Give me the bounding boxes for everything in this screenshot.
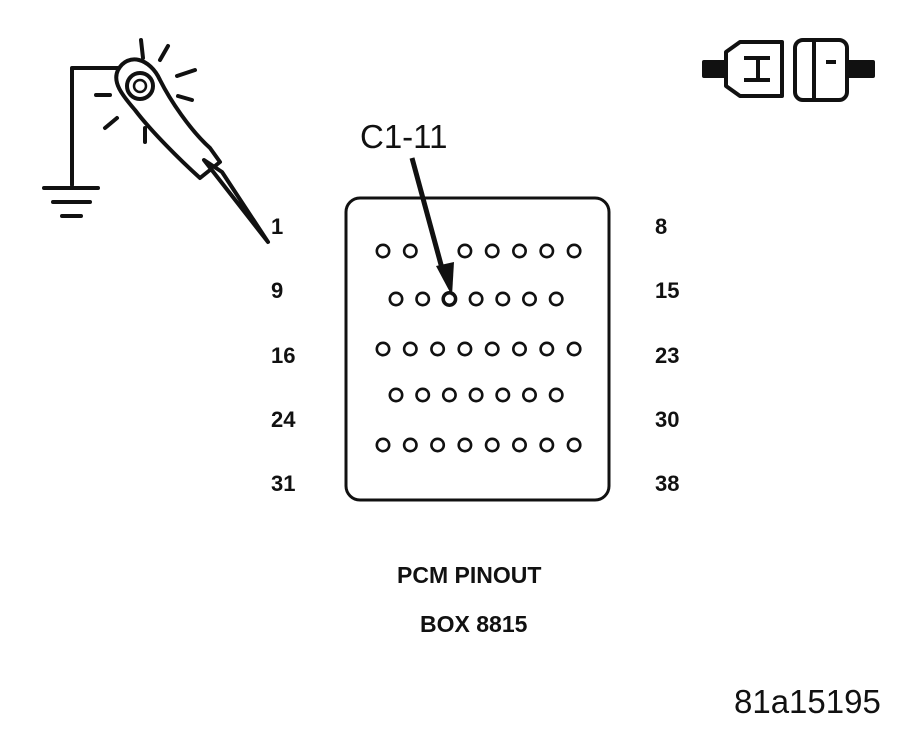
connector-lead-right — [845, 60, 875, 78]
probe-bulb — [125, 71, 155, 101]
row-label-left: 1 — [271, 214, 284, 239]
pin — [484, 341, 500, 357]
caption-title: PCM PINOUT — [397, 562, 542, 588]
pin — [402, 437, 418, 453]
pin — [484, 437, 500, 453]
glow-ray — [158, 44, 170, 62]
pin — [511, 341, 527, 357]
pin-highlighted — [441, 291, 458, 307]
connector-latch — [744, 56, 770, 82]
pin — [511, 243, 527, 259]
pin — [402, 341, 418, 357]
pin — [375, 243, 391, 259]
pin — [415, 291, 431, 307]
glow-ray — [103, 116, 119, 130]
pin — [457, 437, 473, 453]
glow-ray — [176, 94, 194, 102]
pin — [521, 387, 537, 403]
probe-tip — [202, 158, 270, 244]
connector-male — [793, 38, 849, 102]
pin — [457, 341, 473, 357]
row-label-right: 38 — [655, 471, 680, 496]
pin — [566, 243, 582, 259]
caption-subtitle: BOX 8815 — [420, 611, 528, 637]
row-label-left: 31 — [271, 471, 296, 496]
connector-lead-left — [702, 60, 728, 78]
pin — [484, 243, 500, 259]
pin — [511, 437, 527, 453]
pin — [415, 387, 431, 403]
pin — [495, 387, 511, 403]
pin — [539, 243, 555, 259]
pin — [457, 243, 473, 259]
row-label-right: 23 — [655, 343, 680, 368]
pin — [430, 437, 446, 453]
row-label-right: 15 — [655, 278, 680, 303]
row-label-left: 24 — [271, 407, 296, 432]
pin — [388, 387, 404, 403]
pin — [375, 341, 391, 357]
connector-female — [724, 40, 784, 98]
row-label-left: 9 — [271, 278, 284, 303]
pin — [388, 291, 404, 307]
figure-id: 81a15195 — [734, 683, 881, 720]
glow-ray — [175, 68, 197, 78]
pin — [521, 291, 537, 307]
callout-arrow — [409, 157, 454, 296]
pin — [548, 291, 564, 307]
pin — [402, 243, 418, 259]
row-label-left: 16 — [271, 343, 296, 368]
pin — [468, 291, 484, 307]
pin — [441, 387, 457, 403]
pin — [566, 341, 582, 357]
pin — [539, 437, 555, 453]
callout-label: C1-11 — [360, 118, 448, 155]
row-label-right: 8 — [655, 214, 668, 239]
probe-bulb-inner — [132, 78, 148, 94]
row-label-right: 30 — [655, 407, 680, 432]
ground-wire — [70, 66, 130, 187]
pin — [468, 387, 484, 403]
pin — [548, 387, 564, 403]
pin — [375, 437, 391, 453]
glow-ray — [139, 38, 145, 60]
pin — [566, 437, 582, 453]
pin — [430, 341, 446, 357]
test-light-icon — [42, 38, 270, 244]
pin — [539, 341, 555, 357]
connector-icon — [702, 38, 875, 102]
pin-grid — [375, 243, 582, 453]
connector-face — [344, 196, 611, 502]
pin — [495, 291, 511, 307]
